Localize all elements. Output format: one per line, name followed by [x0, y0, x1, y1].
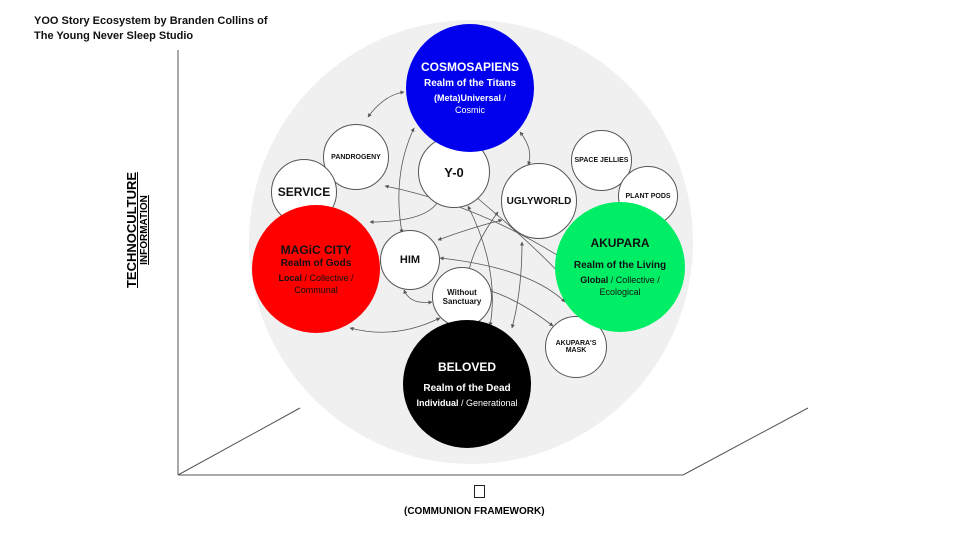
node-magic-city[interactable]: MAGiC CITY Realm of Gods Local / Collect… — [252, 205, 380, 333]
node-cosmosapiens-scope: (Meta)Universal / Cosmic — [433, 93, 507, 115]
node-cosmosapiens-name: COSMOSAPIENS — [420, 60, 519, 74]
axis-depth-left — [177, 407, 301, 476]
node-beloved-realm: Realm of the Dead — [423, 382, 511, 394]
node-y0-label: Y-0 — [444, 164, 464, 180]
node-pandrogeny[interactable]: PANDROGENY — [323, 124, 389, 190]
node-service-label: SERVICE — [277, 185, 331, 199]
vertical-axis-label: TECHNOCULTURE INFORMATION — [124, 171, 151, 289]
axis-depth-right — [682, 407, 809, 476]
arrow-him-akupara — [439, 256, 566, 303]
arrow-withoutsanctuary-mask — [487, 289, 554, 327]
vertical-axis-main: TECHNOCULTURE — [124, 171, 139, 289]
node-magic-city-realm: Realm of Gods — [280, 257, 352, 269]
node-cosmosapiens-realm: Realm of the Titans — [423, 78, 517, 89]
node-uglyworld[interactable]: UGLYWORLD — [501, 163, 577, 239]
page-title: YOO Story Ecosystem by Branden Collins o… — [34, 14, 268, 44]
title-line-1: YOO Story Ecosystem by Branden Collins o… — [34, 15, 268, 27]
node-akuparas-mask-label: AKUPARA'S MASK — [555, 340, 597, 354]
node-beloved-name: BELOVED — [437, 359, 496, 374]
arrow-cosmosapiens-uglyworld — [519, 131, 532, 166]
node-space-jellies-label: SPACE JELLIES — [574, 157, 629, 164]
node-beloved-scope: Individual / Generational — [416, 397, 518, 408]
horizontal-axis-label: (COMMUNION FRAMEWORK) — [404, 506, 545, 517]
title-line-2: The Young Never Sleep Studio — [34, 30, 194, 42]
arrow-magiccity-withoutsanctuary — [349, 317, 441, 333]
node-beloved[interactable]: BELOVED Realm of the Dead Individual / G… — [403, 320, 531, 448]
node-akupara-scope: Global / Collective / Ecological — [580, 275, 660, 297]
arrow-pandrogeny-cosmosapiens — [367, 90, 405, 118]
node-him-label: HIM — [399, 254, 421, 266]
node-plant-pods-label: PLANT PODS — [625, 192, 671, 200]
node-without-sanctuary-label: Without Sanctuary — [442, 288, 482, 306]
node-akupara[interactable]: AKUPARA Realm of the Living Global / Col… — [555, 202, 685, 332]
node-uglyworld-label: UGLYWORLD — [506, 195, 572, 207]
vertical-axis-sub: INFORMATION — [139, 195, 150, 265]
node-akupara-name: AKUPARA — [590, 236, 650, 250]
node-pandrogeny-label: PANDROGENY — [331, 153, 381, 161]
node-without-sanctuary[interactable]: Without Sanctuary — [432, 267, 492, 327]
node-akupara-realm: Realm of the Living — [573, 260, 667, 271]
node-magic-city-name: MAGiC CITY — [280, 242, 352, 257]
node-him[interactable]: HIM — [380, 230, 440, 290]
placeholder-square-icon — [474, 485, 485, 498]
node-cosmosapiens[interactable]: COSMOSAPIENS Realm of the Titans (Meta)U… — [406, 24, 534, 152]
node-magic-city-scope: Local / Collective / Communal — [278, 272, 354, 295]
arrow-him-withoutsanctuary — [403, 289, 433, 305]
